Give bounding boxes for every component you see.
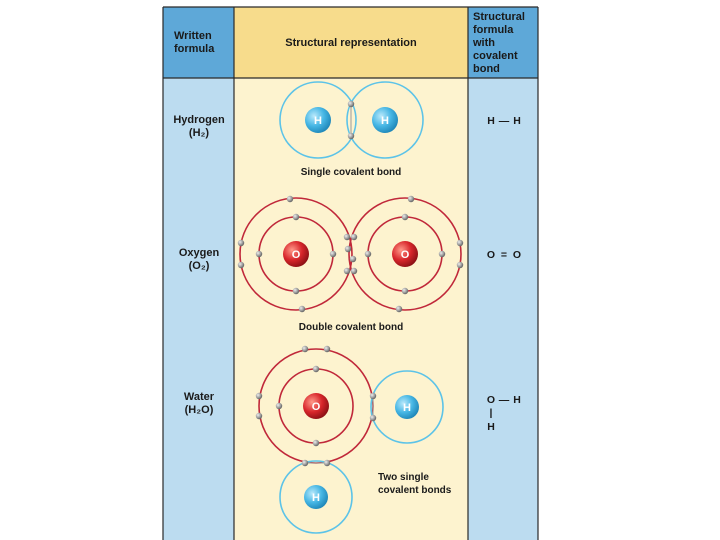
shared-electron: [301, 459, 309, 467]
structural-formula-hydrogen: H — H: [487, 115, 521, 127]
electron: [407, 195, 415, 203]
oxygen-nucleus: [303, 393, 329, 419]
header-formula-line1: Structural: [473, 11, 525, 23]
oxygen-molecule-diagram: O O: [237, 195, 464, 313]
electron: [364, 250, 372, 258]
electron: [237, 239, 245, 247]
header-cell-structural: [234, 7, 468, 78]
row-formula-water: (H₂O): [185, 404, 214, 416]
header-written-line1: Written: [174, 30, 212, 42]
row-formula-oxygen: (O₂): [189, 260, 210, 272]
shared-electron: [369, 392, 377, 400]
electron: [292, 287, 300, 295]
electron: [401, 287, 409, 295]
header-formula-line4: covalent: [473, 50, 518, 62]
electron: [255, 412, 263, 420]
column-formula-body: [468, 78, 538, 540]
shared-electron: [323, 459, 331, 467]
shared-electron: [369, 414, 377, 422]
hydrogen-shell-bottom: [279, 460, 353, 534]
sf-bond: =: [501, 249, 507, 261]
row-formula-hydrogen: (H₂): [189, 127, 209, 139]
hydrogen-nucleus-bottom: [304, 485, 328, 509]
atom-label-h-bottom: H: [312, 492, 320, 504]
hydrogen-nucleus-right: [372, 107, 398, 133]
atom-label-o: O: [312, 401, 321, 413]
oxygen-outer-shell-left: [239, 197, 353, 311]
caption-double-bond: Double covalent bond: [299, 322, 403, 333]
hydrogen-shell-right: [370, 370, 444, 444]
electron: [395, 305, 403, 313]
table-gridlines: [162, 6, 539, 540]
electron: [298, 305, 306, 313]
caption-single-bond: Single covalent bond: [301, 167, 402, 178]
column-structural-body: [234, 78, 468, 540]
electron: [438, 250, 446, 258]
electron: [286, 195, 294, 203]
atom-label-o-left: O: [292, 249, 301, 261]
oxygen-nucleus-right: [392, 241, 418, 267]
oxygen-outer-shell-right: [348, 197, 462, 311]
sf-atom: H: [513, 115, 521, 127]
structural-formula-oxygen: O = O: [487, 249, 521, 261]
header-formula-line2: formula: [473, 24, 514, 36]
sf-bond: —: [499, 115, 510, 127]
shared-electron: [350, 233, 358, 241]
row-name-water: Water: [184, 391, 215, 403]
header-cell-formula: [468, 7, 538, 78]
electron: [401, 213, 409, 221]
sf-atom: O: [513, 249, 521, 261]
electron: [456, 261, 464, 269]
shared-electron: [347, 100, 355, 108]
sf-atom: H: [513, 394, 521, 406]
atom-label-h-left: H: [314, 115, 322, 127]
electron: [329, 250, 337, 258]
electron: [301, 345, 309, 353]
header-formula-line5: bond: [473, 63, 500, 75]
shared-electron: [350, 267, 358, 275]
electron: [312, 439, 320, 447]
atom-label-h-right: H: [403, 402, 411, 414]
oxygen-nucleus-left: [283, 241, 309, 267]
electron: [255, 392, 263, 400]
row-name-oxygen: Oxygen: [179, 247, 220, 259]
column-written-body: [163, 78, 234, 540]
header-formula-line3: with: [472, 37, 495, 49]
electron: [456, 239, 464, 247]
hydrogen-nucleus-left: [305, 107, 331, 133]
shared-electron: [343, 267, 351, 275]
atom-label-o-right: O: [401, 249, 410, 261]
hydrogen-shell-right: [346, 81, 424, 159]
sf-bond-vertical: |: [490, 407, 493, 419]
water-molecule-diagram: O H H: [255, 345, 444, 534]
electron: [292, 213, 300, 221]
sf-atom: H: [487, 421, 495, 433]
hydrogen-nucleus-right: [395, 395, 419, 419]
header-written-line2: formula: [174, 43, 215, 55]
sf-atom: H: [487, 115, 495, 127]
electron: [323, 345, 331, 353]
header-structural: Structural representation: [285, 37, 417, 49]
sf-atom: O: [487, 249, 495, 261]
electron: [275, 402, 283, 410]
header-cell-written: [163, 7, 234, 78]
row-name-hydrogen: Hydrogen: [173, 114, 225, 126]
structural-formula-water: O — H | H: [487, 394, 521, 433]
hydrogen-shell-left: [279, 81, 357, 159]
atom-label-h-right: H: [381, 115, 389, 127]
sf-atom: O: [487, 394, 495, 406]
sf-bond: —: [499, 394, 510, 406]
hydrogen-molecule-diagram: H H: [279, 81, 424, 159]
shared-electron: [349, 255, 357, 263]
caption-two-bonds-line2: covalent bonds: [378, 485, 452, 496]
electron: [255, 250, 263, 258]
caption-two-bonds-line1: Two single: [378, 472, 429, 483]
shared-electron: [347, 132, 355, 140]
electron: [312, 365, 320, 373]
shared-electron: [344, 245, 352, 253]
electron: [237, 261, 245, 269]
shared-electron: [343, 233, 351, 241]
